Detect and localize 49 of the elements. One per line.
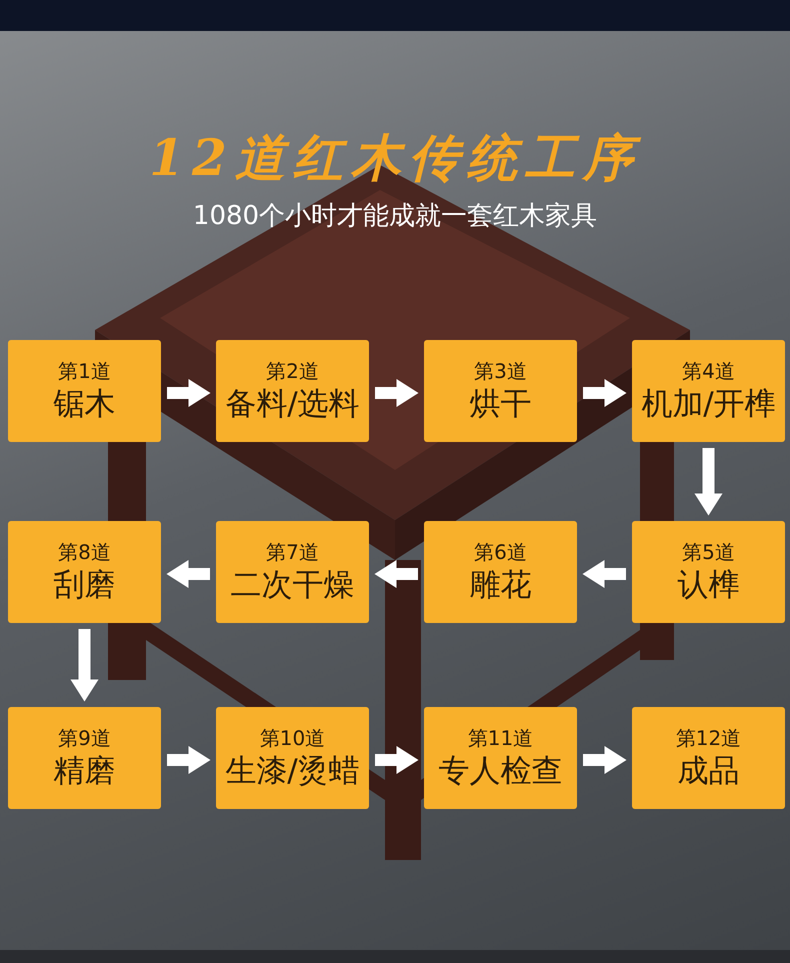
step-name: 机加/开榫 (641, 385, 776, 424)
step-box (424, 707, 577, 809)
step-name: 备料/选料 (225, 385, 360, 424)
step-name: 雕花 (470, 566, 532, 605)
step-number: 第11道 (468, 725, 534, 751)
step-name: 成品 (678, 752, 740, 791)
arrow (375, 379, 418, 407)
step-number: 第12道 (676, 725, 742, 751)
step-number: 第10道 (260, 725, 326, 751)
arrow (694, 448, 722, 516)
step-box (8, 707, 161, 809)
arrow (167, 746, 210, 774)
step-name: 专人检查 (438, 752, 562, 791)
step-number: 第8道 (58, 539, 111, 565)
step-name: 烘干 (470, 385, 532, 424)
title: 12道红木传统工序 (148, 127, 642, 189)
step-box (424, 340, 577, 442)
step-number: 第6道 (474, 539, 527, 565)
arrow (583, 746, 626, 774)
step-box (8, 340, 161, 442)
arrow (70, 629, 98, 702)
step-name: 精磨 (54, 752, 116, 791)
arrow (375, 746, 418, 774)
step-box (632, 707, 785, 809)
step-box (216, 521, 369, 623)
step-number: 第2道 (266, 358, 319, 384)
step-box (8, 521, 161, 623)
arrow (583, 379, 626, 407)
step-number: 第7道 (266, 539, 319, 565)
step-name: 刮磨 (54, 566, 116, 605)
arrow (167, 379, 210, 407)
step-name: 认榫 (678, 566, 740, 605)
step-name: 锯木 (54, 385, 116, 424)
step-number: 第5道 (682, 539, 735, 565)
step-number: 第4道 (682, 358, 735, 384)
step-name: 二次干燥 (230, 566, 354, 605)
step-box (216, 340, 369, 442)
step-box (632, 340, 785, 442)
subtitle: 1080个小时才能成就一套红木家具 (192, 200, 598, 233)
arrow (166, 560, 210, 588)
step-box (216, 707, 369, 809)
arrow (582, 560, 626, 588)
step-box (424, 521, 577, 623)
step-name: 生漆/烫蜡 (225, 752, 360, 791)
arrow (374, 560, 418, 588)
step-number: 第9道 (58, 725, 111, 751)
step-number: 第3道 (474, 358, 527, 384)
step-number: 第1道 (58, 358, 111, 384)
step-box (632, 521, 785, 623)
